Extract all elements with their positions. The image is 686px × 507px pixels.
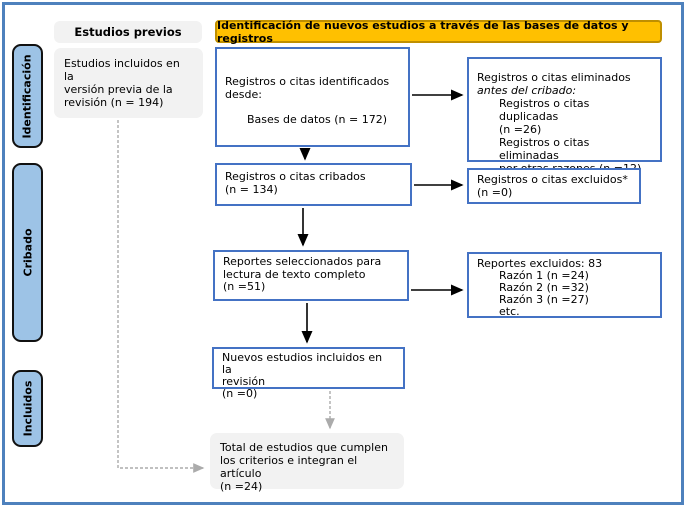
box-line: (n =24) [220, 480, 263, 493]
box-line: Razón 2 (n =32) [499, 281, 589, 294]
box-line: los criterios e integran el artículo [220, 454, 358, 480]
box-line: Razón 1 (n =24) [499, 269, 589, 282]
box-line: Registros o citas cribados [225, 170, 366, 183]
records-identified-box: Registros o citas identificados desde: B… [215, 47, 410, 147]
sidebar-stage-included: Incluidos [12, 370, 43, 447]
records-screened-box: Registros o citas cribados (n = 134) [215, 163, 412, 206]
box-line: Registros o citas identificados [225, 75, 390, 88]
reports-excluded-box: Reportes excluidos: 83 Razón 1 (n =24) R… [467, 252, 662, 318]
box-line: (n =51) [223, 280, 266, 293]
previous-studies-box: Estudios incluidos en la versión previa … [54, 48, 203, 118]
box-line: etc. [499, 305, 520, 318]
box-line: Registros o citas eliminadas [499, 136, 590, 162]
box-line: Reportes excluidos: 83 [477, 257, 603, 270]
box-line: Registros o citas excluidos* [477, 173, 628, 186]
box-line: Registros o citas eliminados [477, 71, 631, 84]
box-line: revisión (n = 194) [64, 96, 164, 109]
box-line: (n = 134) [225, 183, 278, 196]
records-excluded-box: Registros o citas excluidos* (n =0) [467, 168, 641, 204]
records-removed-box: Registros o citas eliminados antes del c… [467, 57, 662, 175]
stage-label: Identificación [21, 53, 35, 139]
box-line: (n =0) [477, 185, 513, 199]
stage-label: Cribado [21, 228, 34, 277]
box-line: antes del cribado: [477, 84, 577, 97]
box-line: Razón 3 (n =27) [499, 293, 589, 306]
stage-label: Incluidos [21, 380, 35, 437]
box-line: Bases de datos (n = 172) [247, 113, 388, 126]
new-studies-included-box: Nuevos estudios incluidos en la revisión… [212, 347, 405, 400]
previous-studies-header: Estudios previos [54, 21, 202, 43]
sidebar-stage-screening: Cribado [12, 163, 43, 342]
box-line: Registros o citas duplicadas [499, 97, 590, 123]
sidebar-stage-identification: Identificación [12, 44, 43, 148]
box-line: lectura de texto completo [223, 267, 366, 281]
box-line: Estudios incluidos en la [64, 57, 180, 83]
box-line: Total de estudios que cumplen [220, 441, 388, 454]
identification-banner: Identificación de nuevos estudios a trav… [215, 19, 662, 45]
reports-selected-box: Reportes seleccionados para lectura de t… [213, 250, 409, 301]
total-studies-box: Total de estudios que cumplen los criter… [210, 433, 404, 493]
box-line: (n =26) [499, 123, 542, 136]
box-line: versión previa de la [64, 83, 173, 96]
box-line: revisión [222, 375, 266, 388]
box-line: (n =0) [222, 387, 258, 400]
box-line: Reportes seleccionados para [223, 255, 382, 268]
box-line: desde: [225, 88, 262, 101]
box-line: Nuevos estudios incluidos en la [222, 351, 383, 376]
